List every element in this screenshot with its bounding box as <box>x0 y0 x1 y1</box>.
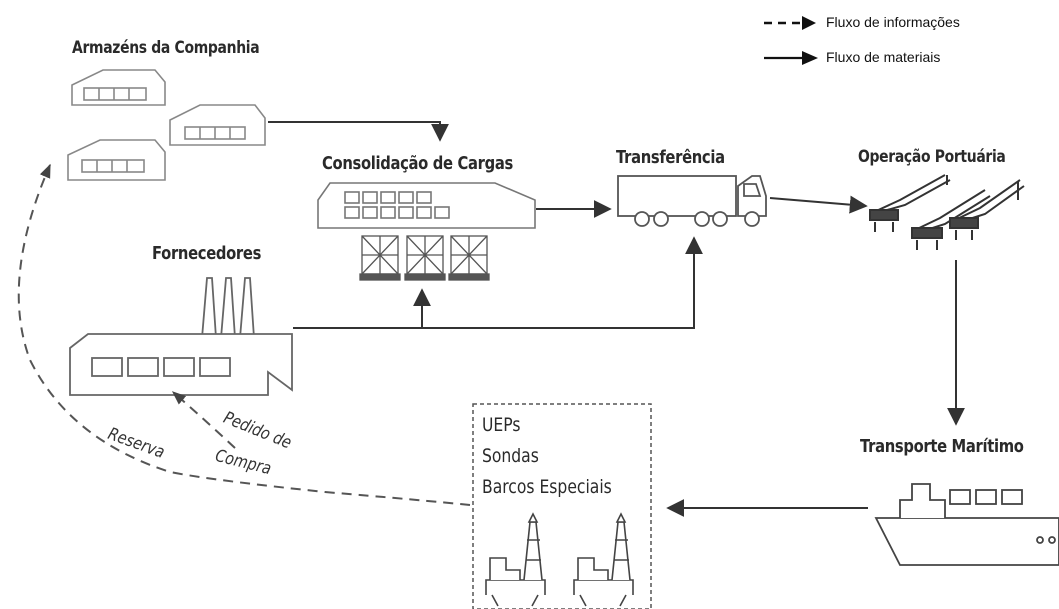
ship-icon <box>874 483 1059 566</box>
maritime-transport-title: Transporte Marítimo <box>860 436 1024 457</box>
warehouse-icon <box>67 69 266 181</box>
pallet-crates-icon <box>359 235 490 281</box>
transfer-title: Transferência <box>616 147 725 168</box>
port-crane-icon <box>869 174 1025 250</box>
suppliers-title: Fornecedores <box>152 243 262 264</box>
material-flows <box>268 121 965 517</box>
destination-box <box>472 403 652 609</box>
factory-icon <box>69 277 293 396</box>
destination-box-line: UEPs <box>482 414 521 436</box>
information-flows <box>17 163 471 506</box>
legend-info-arrow <box>764 16 816 30</box>
warehouses-title: Armazéns da Companhia <box>72 38 260 58</box>
drilling-rig-icon <box>485 512 634 607</box>
legend-material-label: Fluxo de materiais <box>826 49 941 65</box>
consolidation-building-icon <box>317 182 536 229</box>
legend-material-arrow <box>764 51 818 65</box>
destination-box-line: Sondas <box>482 445 539 467</box>
legend-info-label: Fluxo de informações <box>826 14 960 30</box>
port-operation-title: Operação Portuária <box>858 147 1006 167</box>
consolidation-title: Consolidação de Cargas <box>322 153 513 174</box>
destination-box-line: Barcos Especiais <box>482 476 612 498</box>
truck-icon <box>617 175 767 227</box>
